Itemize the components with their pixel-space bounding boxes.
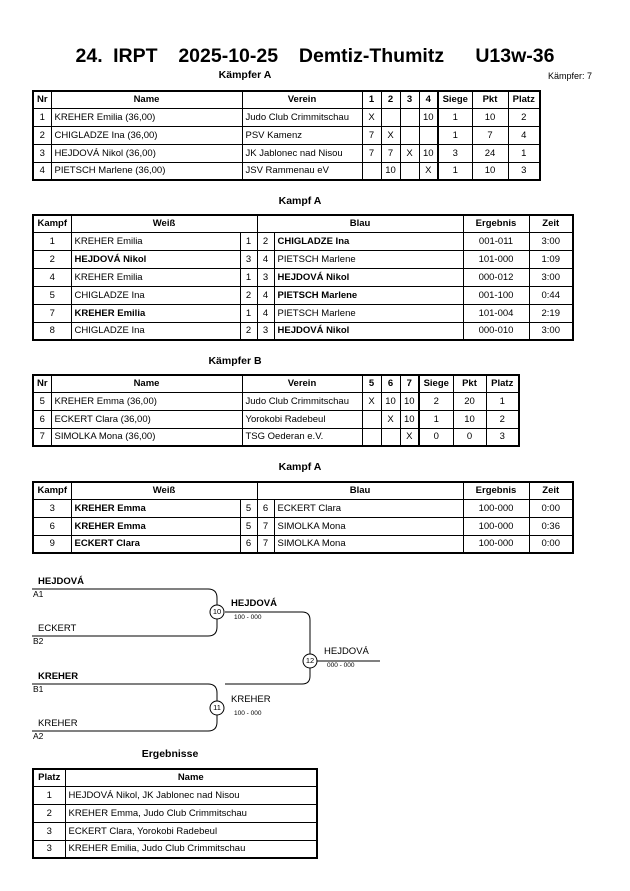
column-header: Name bbox=[64, 768, 318, 787]
result-name: KREHER Emma, Judo Club Crimmitschau bbox=[64, 803, 318, 823]
match-cell: 10 bbox=[380, 161, 401, 181]
white-nr: 2 bbox=[239, 321, 258, 341]
result-name: KREHER Emilia, Judo Club Crimmitschau bbox=[64, 839, 318, 859]
result-place: 3 bbox=[32, 821, 66, 841]
place-cell: 2 bbox=[485, 409, 520, 429]
fight-time: 2:19 bbox=[528, 303, 574, 323]
results-heading: Ergebnisse bbox=[141, 748, 199, 760]
fighter-club: JSV Rammenau eV bbox=[241, 161, 363, 181]
bracket-top2-seed: B2 bbox=[33, 636, 44, 646]
pool-b-heading: Kämpfer B bbox=[208, 355, 262, 367]
pool-a-heading: Kämpfer A bbox=[218, 69, 272, 81]
bracket-bot2-seed: A2 bbox=[33, 731, 44, 741]
bracket-bot1-name: KREHER bbox=[38, 671, 79, 682]
fight-result: 000-010 bbox=[462, 321, 530, 341]
result-name: HEJDOVÁ Nikol, JK Jablonec nad Nisou bbox=[64, 785, 318, 805]
match-cell: X bbox=[399, 427, 420, 447]
fight-12-winner: HEJDOVÁ bbox=[324, 646, 369, 657]
fighter-name: PIETSCH Marlene (36,00) bbox=[50, 161, 243, 181]
match-cell: X bbox=[418, 161, 439, 181]
place-cell: 3 bbox=[507, 161, 541, 181]
fights-a-heading: Kampf A bbox=[278, 195, 322, 207]
bracket-top1-name: HEJDOVÁ bbox=[38, 576, 84, 587]
bracket-bot2-name: KREHER bbox=[38, 718, 78, 729]
bracket-top1-seed: A1 bbox=[33, 589, 44, 599]
points-cell: 10 bbox=[471, 161, 509, 181]
column-header: Platz bbox=[485, 374, 520, 393]
result-name: ECKERT Clara, Yorokobi Radebeul bbox=[64, 821, 318, 841]
result-place: 3 bbox=[32, 839, 66, 859]
fight-11-number: 11 bbox=[213, 703, 221, 712]
blue-fighter: HEJDOVÁ Nikol bbox=[273, 321, 464, 341]
result-place: 2 bbox=[32, 803, 66, 823]
fight-time: 0:00 bbox=[528, 534, 574, 554]
place-cell: 4 bbox=[507, 125, 541, 145]
column-header: Platz bbox=[507, 90, 541, 109]
page-title: 24. IRPT 2025-10-25 Demtiz-Thumitz U13w-… bbox=[75, 45, 555, 67]
column-header: Platz bbox=[32, 768, 66, 787]
fight-11-winner: KREHER bbox=[231, 694, 271, 705]
kaempfer-count: Kämpfer: 7 bbox=[548, 71, 593, 81]
white-fighter: CHIGLADZE Ina bbox=[70, 321, 241, 341]
bracket-top2-name: ECKERT bbox=[38, 623, 77, 634]
fight-10-winner: HEJDOVÁ bbox=[231, 598, 277, 609]
result-place: 1 bbox=[32, 785, 66, 805]
fight-time: 3:00 bbox=[528, 321, 574, 341]
white-fighter: ECKERT Clara bbox=[70, 534, 241, 554]
place-cell: 3 bbox=[485, 427, 520, 447]
fights-b-heading: Kampf A bbox=[278, 461, 322, 473]
fight-11-score: 100 - 000 bbox=[234, 710, 262, 717]
bracket-bot1-seed: B1 bbox=[33, 684, 44, 694]
fight-10-score: 100 - 000 bbox=[234, 614, 262, 621]
fight-12-score: 000 - 000 bbox=[327, 662, 355, 669]
fight-10-number: 10 bbox=[212, 607, 222, 616]
fight-12-number: 12 bbox=[305, 656, 315, 665]
